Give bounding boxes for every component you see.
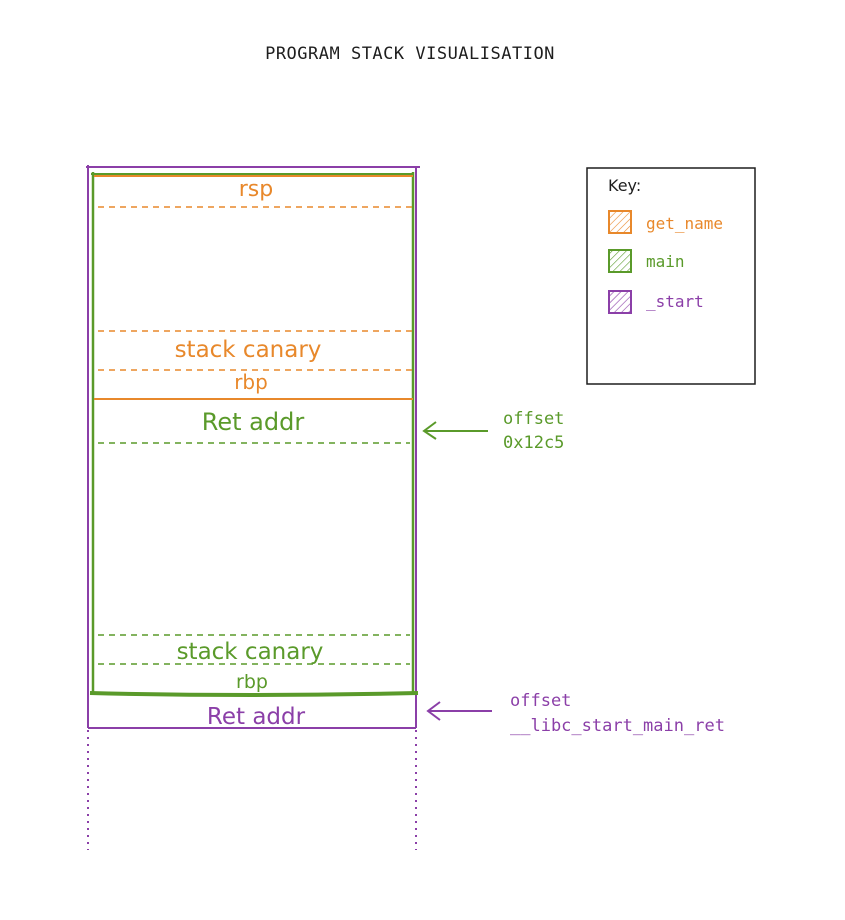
legend-title: Key:	[608, 176, 641, 195]
start-offset-text-2: __libc_start_main_ret	[510, 716, 725, 736]
main-rbp-label: rbp	[236, 671, 268, 693]
start-offset-text-1: offset	[510, 691, 571, 711]
main-offset-arrow	[422, 421, 488, 440]
legend-label-main: main	[646, 252, 685, 271]
start-frame	[86, 165, 420, 850]
start-offset-arrow	[426, 701, 492, 721]
main-offset-text-1: offset	[503, 409, 564, 429]
get-name-rbp-label: rbp	[234, 370, 268, 394]
main-frame	[89, 172, 419, 697]
diagram-title: PROGRAM STACK VISUALISATION	[265, 44, 555, 64]
rsp-label: rsp	[239, 177, 273, 202]
get-name-frame	[94, 175, 413, 400]
main-canary-label: stack canary	[177, 639, 324, 665]
legend-swatch-start	[608, 290, 632, 314]
legend-box: Key: get_name main _start	[586, 167, 756, 385]
legend-label-get-name: get_name	[646, 214, 723, 233]
start-ret-addr-label: Ret addr	[207, 704, 306, 730]
main-offset-text-2: 0x12c5	[503, 433, 564, 453]
main-ret-addr-label: Ret addr	[202, 408, 305, 436]
legend-swatch-get-name	[608, 210, 632, 234]
legend-swatch-main	[608, 249, 632, 273]
legend-label-start: _start	[646, 292, 704, 311]
get-name-canary-label: stack canary	[175, 337, 322, 363]
